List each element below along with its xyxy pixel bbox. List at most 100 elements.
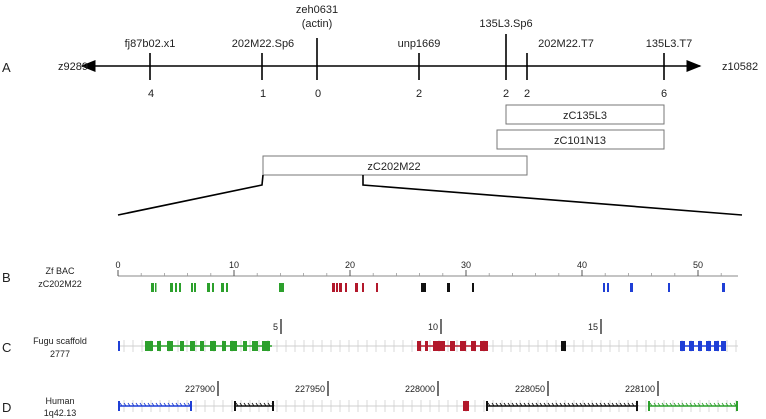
- clone-label-zc135l3: zC135L3: [563, 110, 607, 122]
- human-gene-blue-arrow: [155, 402, 159, 407]
- human-gene-black-2-arrow: [623, 402, 627, 407]
- human-gene-blue-arrow: [139, 402, 143, 407]
- fugu-gene-features: [118, 341, 726, 351]
- panel-label-c: C: [2, 340, 11, 355]
- fugu-track-label-2: 2777: [50, 349, 70, 359]
- human-gene-black-2-arrow: [587, 402, 591, 407]
- human-gene-green-arrow: [693, 402, 697, 407]
- human-tick-label-227900: 227900: [185, 384, 215, 394]
- zf-exon-red: [332, 283, 335, 292]
- zf-exon-blue: [668, 283, 670, 292]
- human-tick-label-228000: 228000: [405, 384, 435, 394]
- human-gene-green-arrow: [705, 402, 709, 407]
- human-gene-green-arrow: [653, 402, 657, 407]
- human-gene-blue-arrow: [163, 402, 167, 407]
- fugu-gene-blue-exon: [706, 341, 711, 351]
- zf-exon-black: [447, 283, 450, 292]
- marker-label-135l3-sp6: 135L3.Sp6: [479, 18, 532, 30]
- human-gene-green-arrow: [697, 402, 701, 407]
- human-gene-black-1-arrow: [247, 402, 251, 407]
- fugu-tick-label-10: 10: [428, 322, 438, 332]
- human-gene-black-2-arrow: [535, 402, 539, 407]
- marker-count-fj87b02: 4: [148, 88, 154, 100]
- human-gene-black-2-arrow: [559, 402, 563, 407]
- marker-count-unp1669: 2: [416, 88, 422, 100]
- zf-exon-black: [421, 283, 426, 292]
- human-gene-black-1-end: [272, 401, 274, 411]
- human-gene-black-2-arrow: [603, 402, 607, 407]
- fugu-exon-blue: [118, 341, 120, 351]
- human-gene-green-arrow: [681, 402, 685, 407]
- human-gene-green-arrow: [669, 402, 673, 407]
- marker-label-unp1669: unp1669: [398, 38, 441, 50]
- zf-exon-green: [151, 283, 154, 292]
- human-gene-black-2-start: [486, 401, 488, 411]
- human-gene-black-2-arrow: [575, 402, 579, 407]
- marker-label-202m22-t7: 202M22.T7: [538, 38, 594, 50]
- zf-exon-red: [345, 283, 347, 292]
- fugu-gene-red-exon: [480, 341, 488, 351]
- human-gene-green-arrow: [733, 402, 737, 407]
- human-gene-black-2-arrow: [567, 402, 571, 407]
- human-gene-black-2-arrow: [631, 402, 635, 407]
- human-gene-black-2-arrow: [583, 402, 587, 407]
- human-gene-black-2-end: [636, 401, 638, 411]
- human-gene-green-arrow: [725, 402, 729, 407]
- marker-count-135l3-t7: 6: [661, 88, 667, 100]
- human-gene-blue-arrow: [171, 402, 175, 407]
- human-gene-green-arrow: [709, 402, 713, 407]
- fugu-gene-green-exon: [190, 341, 195, 351]
- marker-count-202m22-sp6: 1: [260, 88, 266, 100]
- human-gene-blue-arrow: [175, 402, 179, 407]
- panel-label-b: B: [2, 270, 11, 285]
- human-gene-black-2-arrow: [523, 402, 527, 407]
- human-gene-blue-arrow: [179, 402, 183, 407]
- human-gene-black-2-arrow: [531, 402, 535, 407]
- fugu-gene-blue-exon: [689, 341, 694, 351]
- human-track-label-1: Human: [45, 396, 74, 406]
- zf-track-label-2: zC202M22: [38, 279, 82, 289]
- human-gene-blue-arrow: [159, 402, 163, 407]
- human-gene-black-2-arrow: [519, 402, 523, 407]
- human-gene-blue-arrow: [127, 402, 131, 407]
- fugu-gene-blue-exon: [714, 341, 719, 351]
- human-gene-black-2-arrow: [579, 402, 583, 407]
- fugu-tick-label-5: 5: [273, 322, 278, 332]
- map-right-end-label: z10582: [722, 61, 758, 73]
- fugu-gene-green-exon: [243, 341, 247, 351]
- clone-box-zc135l3: [505, 104, 665, 125]
- fugu-gene-green-exon: [200, 341, 204, 351]
- human-gene-green-arrow: [665, 402, 669, 407]
- human-gene-black-1-start: [234, 401, 236, 411]
- human-gene-black-2-arrow: [527, 402, 531, 407]
- human-gene-blue-start: [118, 401, 120, 411]
- human-gene-black-2-arrow: [611, 402, 615, 407]
- human-gene-blue-arrow: [119, 402, 123, 407]
- zf-exon-green: [194, 283, 196, 292]
- human-gene-blue-arrow: [143, 402, 147, 407]
- fugu-gene-green-exon: [145, 341, 153, 351]
- fugu-gene-green-exon: [210, 341, 216, 351]
- fugu-gene-red-exon: [460, 341, 466, 351]
- human-gene-blue-arrow: [187, 402, 191, 407]
- fugu-gene-green-exon: [157, 341, 161, 351]
- marker-label-fj87b02: fj87b02.x1: [125, 38, 176, 50]
- human-gene-green-arrow: [701, 402, 705, 407]
- zoom-line-right: [362, 175, 743, 216]
- human-gene-black-1-arrow: [255, 402, 259, 407]
- human-gene-black-2-arrow: [571, 402, 575, 407]
- human-gene-black-2-arrow: [487, 402, 491, 407]
- human-gene-black-1-arrow: [243, 402, 247, 407]
- marker-count-202m22-t7: 2: [524, 88, 530, 100]
- panel-label-d: D: [2, 400, 11, 415]
- zf-tick-label-0: 0: [115, 260, 120, 270]
- human-gene-black-2-arrow: [491, 402, 495, 407]
- fugu-gene-blue-exon: [698, 341, 702, 351]
- human-gene-black-2-arrow: [627, 402, 631, 407]
- fugu-gene-red-exon: [471, 341, 476, 351]
- human-gene-blue-arrow: [183, 402, 187, 407]
- zf-exon-green: [155, 283, 157, 292]
- clone-label-zc101n13: zC101N13: [554, 135, 606, 147]
- human-gene-black-2-arrow: [615, 402, 619, 407]
